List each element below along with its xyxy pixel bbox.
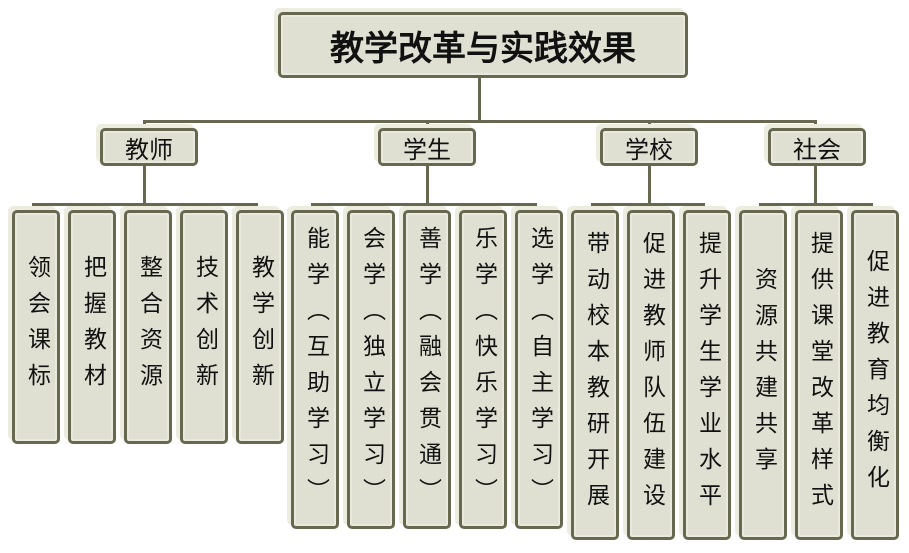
leaf-node: 促进教育均衡化 bbox=[851, 210, 899, 540]
leaf-label: 资源共建共享 bbox=[750, 267, 777, 483]
node-school: 学校 bbox=[600, 128, 698, 166]
leaf-node: 带动校本教研开展 bbox=[571, 210, 619, 540]
connector bbox=[648, 166, 651, 204]
leaf-node: 技术创新 bbox=[180, 210, 228, 444]
leaf-node: 把握教材 bbox=[68, 210, 116, 444]
connector bbox=[814, 120, 817, 128]
connector bbox=[143, 120, 816, 123]
leaf-label: 教学创新 bbox=[247, 255, 274, 399]
leaf-node: 善学（融会贯通） bbox=[403, 210, 451, 529]
leaf-label: 善学（融会贯通） bbox=[414, 225, 441, 514]
node-label: 社会 bbox=[793, 135, 841, 164]
node-label: 教师 bbox=[125, 135, 173, 164]
connector bbox=[759, 203, 873, 206]
leaf-node: 促进教师队伍建设 bbox=[627, 210, 675, 540]
leaf-label: 促进教师队伍建设 bbox=[638, 231, 665, 519]
connector bbox=[814, 166, 817, 204]
root-label: 教学改革与实践效果 bbox=[330, 28, 636, 69]
leaf-node: 整合资源 bbox=[124, 210, 172, 444]
leaf-label: 提供课堂改革样式 bbox=[806, 231, 833, 519]
node-society: 社会 bbox=[768, 128, 866, 166]
root-node: 教学改革与实践效果 bbox=[278, 12, 688, 78]
connector bbox=[426, 166, 429, 204]
node-label: 学生 bbox=[403, 135, 451, 164]
connector bbox=[143, 120, 146, 128]
connector bbox=[648, 120, 651, 128]
node-teacher: 教师 bbox=[100, 128, 198, 166]
leaf-node: 能学（互助学习） bbox=[291, 210, 339, 529]
leaf-node: 提升学生学业水平 bbox=[683, 210, 731, 540]
connector bbox=[591, 203, 705, 206]
leaf-node: 教学创新 bbox=[236, 210, 284, 444]
leaf-label: 整合资源 bbox=[135, 255, 162, 399]
leaf-label: 乐学（快乐学习） bbox=[470, 225, 497, 514]
leaf-node: 领会课标 bbox=[12, 210, 60, 444]
connector bbox=[32, 203, 258, 206]
leaf-label: 会学（独立学习） bbox=[358, 225, 385, 514]
leaf-label: 促进教育均衡化 bbox=[862, 249, 889, 501]
connector bbox=[143, 166, 146, 204]
leaf-node: 选学（自主学习） bbox=[515, 210, 563, 529]
connector bbox=[426, 120, 429, 128]
leaf-label: 提升学生学业水平 bbox=[694, 231, 721, 519]
connector bbox=[311, 203, 537, 206]
leaf-label: 领会课标 bbox=[23, 255, 50, 399]
connector bbox=[478, 78, 481, 122]
leaf-label: 把握教材 bbox=[79, 255, 106, 399]
leaf-node: 会学（独立学习） bbox=[347, 210, 395, 529]
leaf-label: 能学（互助学习） bbox=[302, 225, 329, 514]
node-student: 学生 bbox=[378, 128, 476, 166]
leaf-label: 带动校本教研开展 bbox=[582, 231, 609, 519]
node-label: 学校 bbox=[625, 135, 673, 164]
leaf-node: 资源共建共享 bbox=[739, 210, 787, 540]
leaf-label: 技术创新 bbox=[191, 255, 218, 399]
leaf-node: 提供课堂改革样式 bbox=[795, 210, 843, 540]
leaf-node: 乐学（快乐学习） bbox=[459, 210, 507, 529]
leaf-label: 选学（自主学习） bbox=[526, 225, 553, 514]
